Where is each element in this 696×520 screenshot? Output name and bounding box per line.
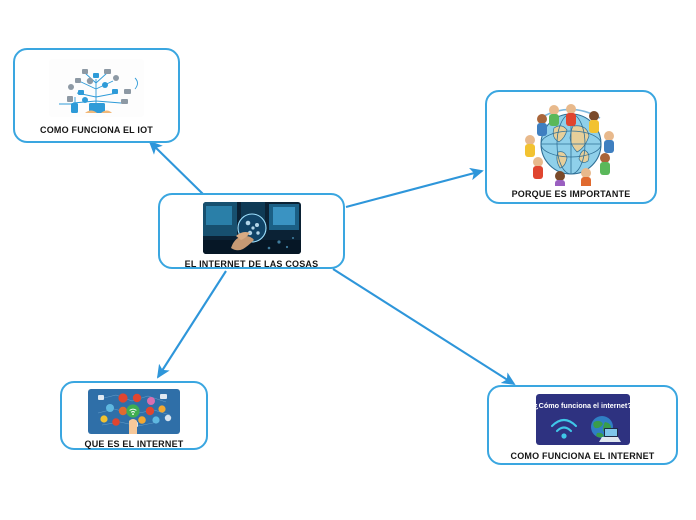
node-label: COMO FUNCIONA EL INTERNET — [510, 451, 655, 461]
edge-central-to-comofunciona — [332, 268, 516, 386]
edge-central-to-importante — [345, 167, 484, 209]
edge-central-to-quees — [156, 270, 227, 379]
node-label: EL INTERNET DE LAS COSAS — [184, 259, 319, 269]
internet-icons-hand-image — [88, 389, 180, 434]
wifi-globe-laptop-image: ¿Cómo funciona el internet? — [535, 394, 630, 445]
iot-network-diagram-image — [49, 59, 144, 117]
node-como-funciona-el-internet[interactable]: ¿Cómo funciona el internet? COMO FUNCION… — [487, 385, 678, 465]
globe-with-people-image — [518, 98, 624, 186]
node-label: QUE ES EL INTERNET — [84, 439, 184, 449]
node-que-es-el-internet[interactable]: QUE ES EL INTERNET — [60, 381, 208, 450]
image-caption: ¿Cómo funciona el internet? — [536, 401, 630, 410]
node-label: PORQUE ES IMPORTANTE — [511, 189, 631, 199]
hand-holding-glowing-sphere-image — [202, 202, 301, 254]
node-label: COMO FUNCIONA EL IOT — [40, 125, 153, 135]
edge-central-to-iot — [148, 140, 206, 197]
node-porque-es-importante[interactable]: PORQUE ES IMPORTANTE — [485, 90, 657, 204]
node-como-funciona-el-iot[interactable]: COMO FUNCIONA EL IOT — [13, 48, 180, 143]
node-el-internet-de-las-cosas[interactable]: EL INTERNET DE LAS COSAS — [158, 193, 345, 269]
